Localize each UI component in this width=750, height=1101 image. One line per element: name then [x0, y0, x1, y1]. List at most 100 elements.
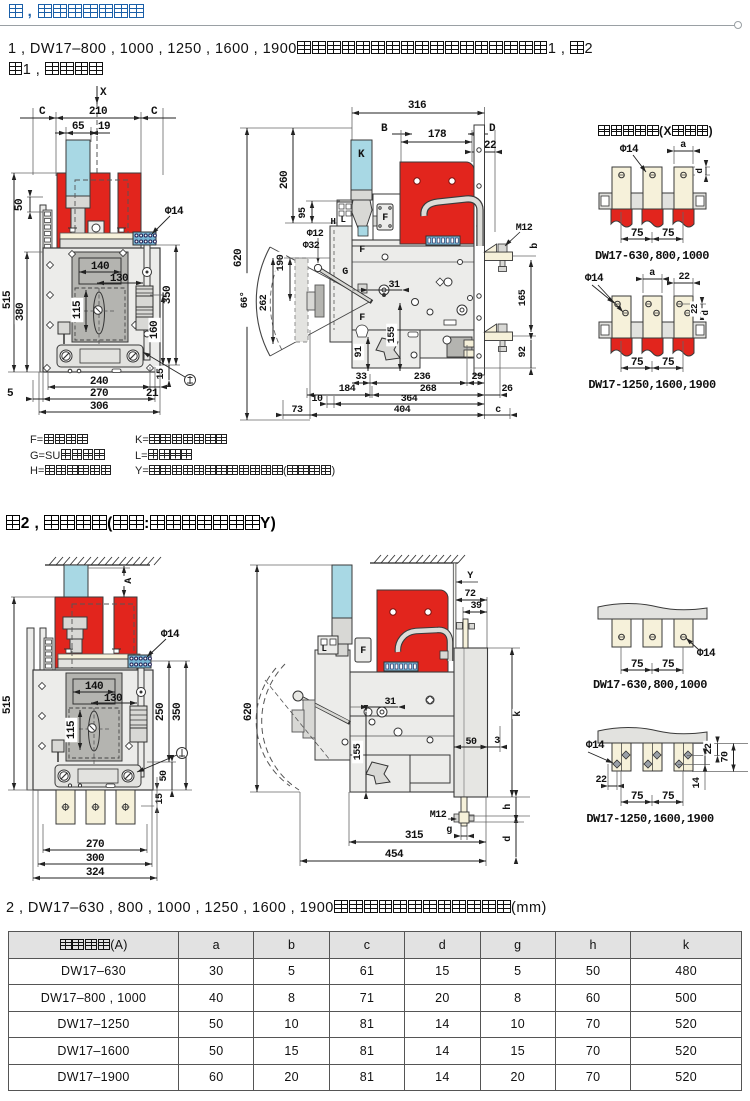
svg-text:130: 130: [104, 693, 122, 705]
svg-text:A: A: [124, 578, 135, 584]
svg-text:270: 270: [90, 388, 108, 400]
svg-text:M12: M12: [516, 223, 533, 234]
svg-text:31: 31: [388, 280, 400, 291]
svg-text:75: 75: [662, 659, 675, 671]
svg-text:Φ14: Φ14: [697, 648, 716, 660]
svg-text:130: 130: [110, 273, 128, 285]
svg-text:75: 75: [631, 659, 644, 671]
svg-text:140: 140: [85, 681, 103, 693]
svg-text:72: 72: [464, 589, 476, 600]
svg-text:10: 10: [311, 394, 323, 405]
svg-text:d: d: [701, 310, 711, 315]
svg-text:270: 270: [86, 839, 104, 851]
svg-text:66°: 66°: [239, 292, 251, 309]
svg-text:15: 15: [156, 368, 167, 380]
svg-text:G: G: [342, 267, 348, 278]
svg-text:364: 364: [401, 394, 418, 405]
svg-text:d: d: [695, 168, 705, 173]
svg-text:33: 33: [355, 372, 367, 383]
svg-text:a: a: [680, 140, 686, 151]
svg-text:L: L: [322, 644, 327, 654]
svg-text:Φ14: Φ14: [161, 629, 180, 641]
svg-text:Φ14: Φ14: [585, 273, 604, 285]
svg-text:26: 26: [501, 384, 513, 395]
svg-text:22: 22: [595, 775, 607, 786]
svg-text:75: 75: [662, 228, 675, 240]
svg-text:a: a: [649, 268, 655, 279]
svg-text:50: 50: [465, 737, 477, 748]
svg-text:380: 380: [15, 303, 27, 321]
svg-text:F: F: [359, 313, 365, 324]
svg-text:39: 39: [470, 601, 482, 612]
svg-text:d: d: [502, 836, 514, 842]
svg-text:268: 268: [420, 384, 437, 395]
svg-text:73: 73: [291, 405, 303, 416]
svg-text:240: 240: [90, 376, 108, 388]
svg-text:c: c: [495, 405, 501, 416]
svg-text:155: 155: [387, 326, 398, 343]
svg-text:115: 115: [66, 720, 78, 739]
svg-text:L: L: [341, 215, 346, 225]
svg-text:75: 75: [631, 228, 644, 240]
svg-text:29: 29: [471, 372, 483, 383]
svg-text:19: 19: [98, 121, 110, 133]
svg-text:350: 350: [172, 703, 184, 721]
svg-text:21: 21: [146, 388, 159, 400]
svg-text:620: 620: [243, 703, 255, 721]
svg-text:22: 22: [704, 743, 715, 755]
svg-text:Φ14: Φ14: [586, 740, 605, 752]
svg-text:190: 190: [276, 254, 287, 271]
svg-text:15: 15: [155, 793, 166, 805]
svg-text:DW17-1250,1600,1900: DW17-1250,1600,1900: [588, 378, 716, 392]
svg-text:184: 184: [339, 384, 356, 395]
svg-text:75: 75: [631, 357, 644, 369]
svg-text:C: C: [151, 106, 158, 118]
svg-text:236: 236: [414, 372, 431, 383]
svg-text:31: 31: [384, 697, 396, 708]
svg-text:160: 160: [149, 321, 161, 339]
svg-text:Φ14: Φ14: [165, 206, 184, 218]
svg-text:515: 515: [2, 290, 14, 309]
svg-text:F: F: [382, 213, 388, 224]
svg-text:14: 14: [692, 777, 703, 789]
svg-text:315: 315: [405, 830, 424, 842]
svg-text:515: 515: [2, 695, 14, 714]
svg-text:316: 316: [408, 100, 426, 112]
svg-text:Φ32: Φ32: [303, 241, 320, 252]
svg-text:B: B: [381, 123, 388, 135]
svg-text:3: 3: [494, 736, 500, 747]
svg-text:DW17-1250,1600,1900: DW17-1250,1600,1900: [586, 812, 714, 826]
svg-text:115: 115: [72, 300, 84, 319]
svg-text:22: 22: [484, 140, 496, 152]
svg-text:324: 324: [86, 867, 105, 879]
svg-text:404: 404: [394, 405, 411, 416]
svg-text:F: F: [360, 646, 366, 657]
svg-text:K: K: [358, 149, 365, 161]
svg-text:50: 50: [159, 770, 170, 782]
svg-text:H: H: [331, 217, 336, 227]
svg-text:Φ12: Φ12: [307, 229, 324, 240]
svg-text:22: 22: [678, 272, 690, 283]
svg-text:454: 454: [385, 849, 404, 861]
svg-text:262: 262: [259, 294, 270, 311]
svg-text:350: 350: [162, 286, 174, 304]
svg-text:Φ14: Φ14: [620, 144, 639, 156]
svg-text:75: 75: [631, 791, 644, 803]
svg-text:91: 91: [354, 346, 365, 358]
svg-text:70: 70: [721, 751, 732, 763]
svg-text:D: D: [489, 123, 496, 135]
svg-text:260: 260: [279, 171, 291, 189]
svg-text:X: X: [100, 87, 107, 99]
svg-text:Y: Y: [467, 571, 473, 582]
svg-text:75: 75: [662, 357, 675, 369]
svg-text:65: 65: [72, 121, 85, 133]
svg-text:DW17-630,800,1000: DW17-630,800,1000: [593, 678, 707, 692]
svg-text:92: 92: [518, 346, 529, 358]
svg-text:75: 75: [662, 791, 675, 803]
svg-text:620: 620: [233, 249, 245, 267]
svg-text:g: g: [446, 825, 452, 836]
svg-text:5: 5: [7, 388, 14, 400]
svg-text:306: 306: [90, 401, 108, 413]
svg-text:165: 165: [518, 289, 529, 306]
svg-text:210: 210: [89, 106, 107, 118]
